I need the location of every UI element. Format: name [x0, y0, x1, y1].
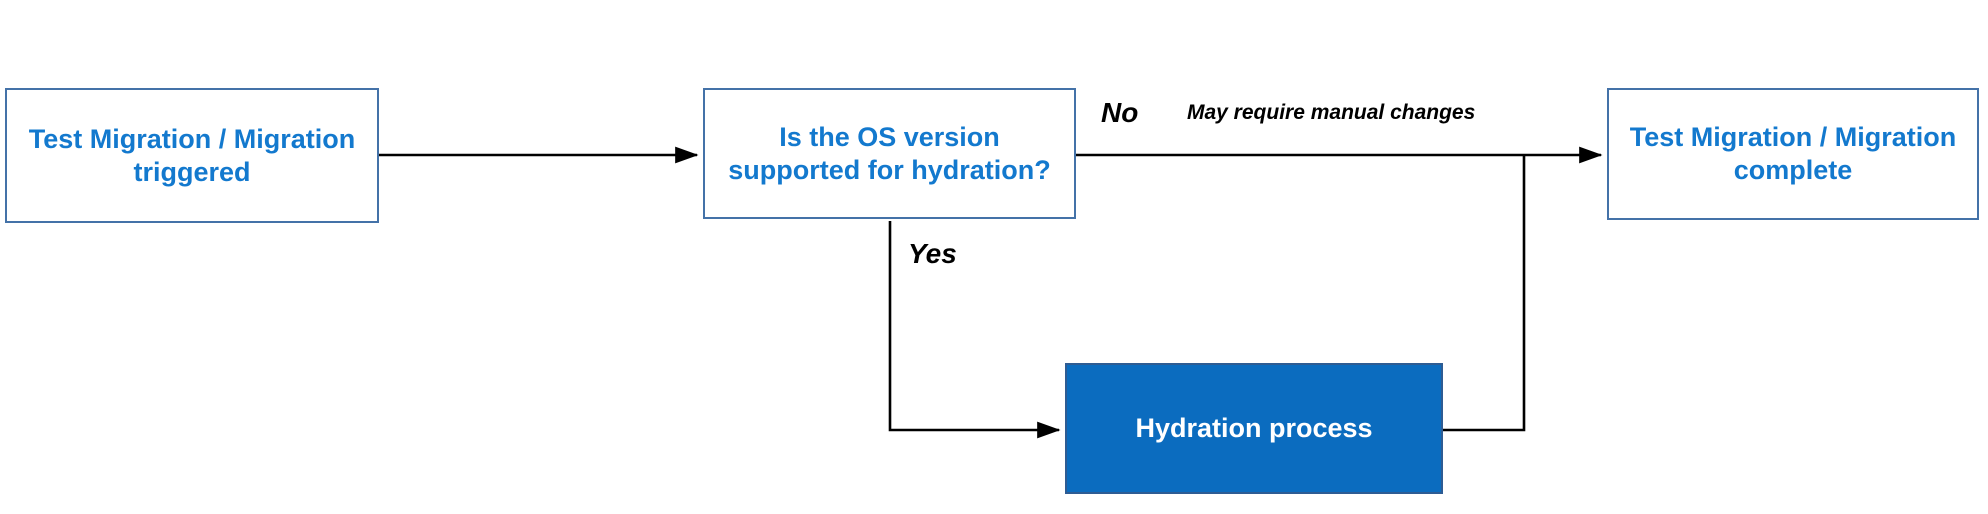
- node-start-label: Test Migration / Migration triggered: [28, 123, 356, 187]
- edge-label-no: No: [1101, 97, 1139, 128]
- edge-label-no-note: May require manual changes: [1187, 101, 1476, 124]
- node-hydration-label: Hydration process: [1135, 413, 1373, 444]
- edge-label-yes: Yes: [908, 238, 957, 269]
- connector-hydration-to-complete: [1443, 156, 1526, 432]
- node-hydration-process[interactable]: Hydration process: [1065, 363, 1443, 494]
- node-decision-os-supported[interactable]: Is the OS version supported for hydratio…: [703, 88, 1076, 219]
- node-complete[interactable]: Test Migration / Migration complete: [1607, 88, 1979, 220]
- node-start[interactable]: Test Migration / Migration triggered: [5, 88, 379, 223]
- node-decision-label: Is the OS version supported for hydratio…: [728, 121, 1051, 185]
- node-complete-label: Test Migration / Migration complete: [1629, 122, 1957, 185]
